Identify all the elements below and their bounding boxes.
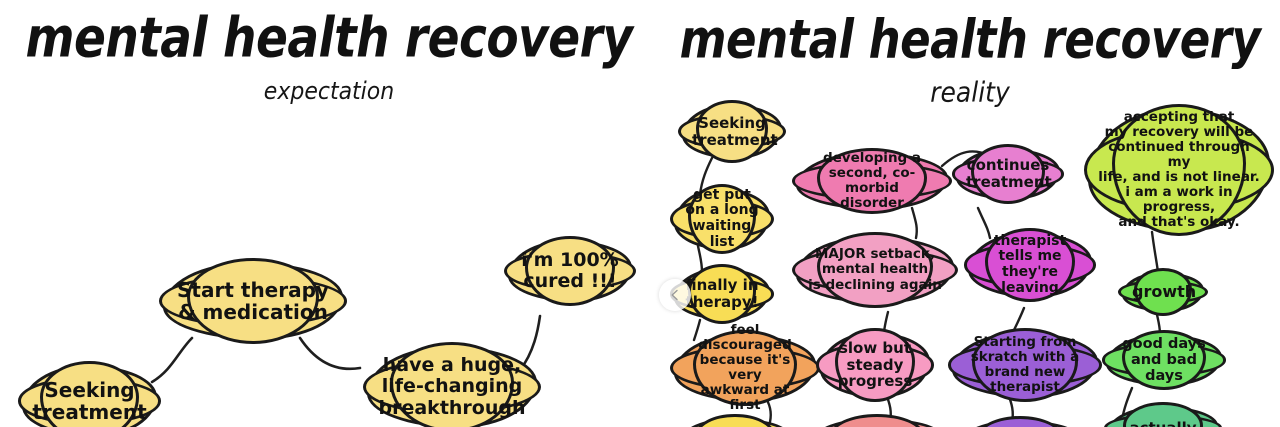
bubble-start-therapy: Start therapy& medication bbox=[159, 258, 347, 344]
bubble-growth: growth bbox=[1118, 268, 1208, 316]
bubble-actually: actually bbox=[1104, 402, 1222, 427]
bubble-cropped-bottom-yellow bbox=[676, 414, 794, 427]
expectation-title: mental health recovery bbox=[25, 6, 633, 71]
bubble-cropped-bottom-coral bbox=[808, 414, 946, 427]
carousel-prev-button[interactable] bbox=[659, 279, 691, 311]
panel-reality: mental health recovery reality bbox=[660, 0, 1280, 427]
bubble-cured: i'm 100%cured !!! bbox=[504, 236, 636, 306]
bubble-text: i'm 100%cured !!! bbox=[521, 248, 619, 292]
panel-expectation: mental health recovery expectation Seeki… bbox=[18, 6, 636, 427]
chevron-left-icon bbox=[668, 288, 682, 302]
expectation-subtitle: expectation bbox=[263, 78, 395, 106]
bubble-text: actually bbox=[1118, 419, 1208, 427]
bubble-cropped-bottom-purple bbox=[960, 416, 1080, 427]
reality-subtitle: reality bbox=[930, 76, 1010, 108]
reality-title: mental health recovery bbox=[679, 8, 1261, 71]
bubble-text: Start therapy& medication bbox=[177, 277, 329, 324]
bubble-text: growth bbox=[1132, 282, 1197, 302]
